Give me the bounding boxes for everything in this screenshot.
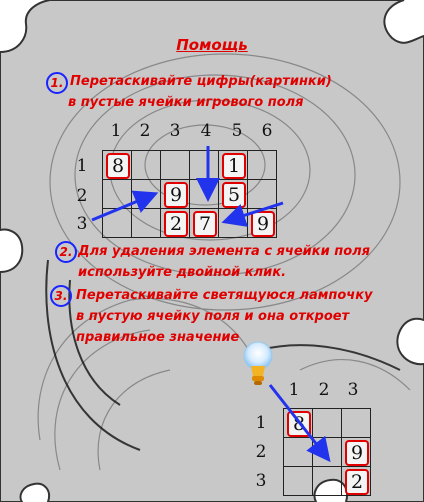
number-tile[interactable]: 1	[222, 153, 246, 179]
hint-col-label: 3	[347, 380, 359, 400]
hint-row-label: 3	[255, 471, 267, 491]
number-tile[interactable]: 5	[222, 182, 246, 208]
step-2-line-2: используйте двойной клик.	[78, 265, 287, 280]
hint-grid-cell[interactable]: 2	[341, 466, 371, 496]
number-tile[interactable]: 2	[345, 469, 369, 495]
hint-grid-row: 2	[283, 466, 371, 496]
number-tile[interactable]: 9	[251, 211, 275, 237]
main-col-label: 4	[200, 121, 212, 141]
step-1-line-2: в пустые ячейки игрового поля	[68, 95, 304, 110]
main-grid-cell[interactable]	[247, 150, 277, 180]
hint-col-label: 2	[318, 380, 330, 400]
step-1-line-1: Перетаскивайте цифры(картинки)	[70, 74, 332, 89]
main-col-label: 2	[139, 121, 151, 141]
drag-arrow-icon	[221, 201, 284, 227]
lightbulb-icon[interactable]	[240, 338, 276, 390]
hint-grid-cell[interactable]: 9	[341, 437, 371, 467]
step-3-line-3: правильное значение	[76, 330, 240, 345]
main-col-label: 1	[110, 121, 122, 141]
main-col-label: 6	[261, 121, 273, 141]
step-3-line-1: Перетаскивайте светящуюся лампочку	[76, 288, 373, 303]
number-tile[interactable]: 7	[193, 211, 217, 237]
drag-arrow-icon	[268, 384, 331, 463]
main-grid-cell[interactable]: 2	[160, 208, 190, 238]
hint-row-label: 2	[255, 442, 267, 462]
main-grid-cell[interactable]: 7	[189, 208, 219, 238]
main-grid-cell[interactable]: 9	[160, 179, 190, 209]
main-row-label: 1	[76, 156, 88, 176]
hint-col-label: 1	[288, 380, 300, 400]
step-2-line-1: Для удаления элемента с ячейки поля	[78, 244, 370, 259]
step-number-3: 3.	[50, 285, 72, 307]
number-tile[interactable]: 9	[345, 440, 369, 466]
main-col-label: 5	[231, 121, 243, 141]
main-grid-cell[interactable]: 9	[247, 208, 277, 238]
hint-row-label: 1	[255, 413, 267, 433]
main-row-label: 2	[76, 186, 88, 206]
main-row-label: 3	[76, 214, 88, 234]
hint-grid-cell[interactable]	[341, 408, 371, 438]
number-tile[interactable]: 8	[106, 153, 130, 179]
help-title: Помощь	[176, 36, 248, 54]
hint-grid-row: 8	[283, 408, 371, 438]
main-col-label: 3	[169, 121, 181, 141]
number-tile[interactable]: 9	[164, 182, 188, 208]
step-number-1: 1.	[46, 72, 68, 94]
step-number-2: 2.	[55, 241, 77, 263]
main-grid-cell[interactable]: 8	[102, 150, 132, 180]
main-grid-cell[interactable]	[131, 208, 161, 238]
drag-arrow-icon	[91, 190, 159, 222]
step-3-line-2: в пустую ячейку поля и она откроет	[76, 309, 350, 324]
number-tile[interactable]: 2	[164, 211, 188, 237]
hint-grid-cell[interactable]	[283, 466, 313, 496]
hint-example-grid: 89 2	[283, 408, 371, 496]
